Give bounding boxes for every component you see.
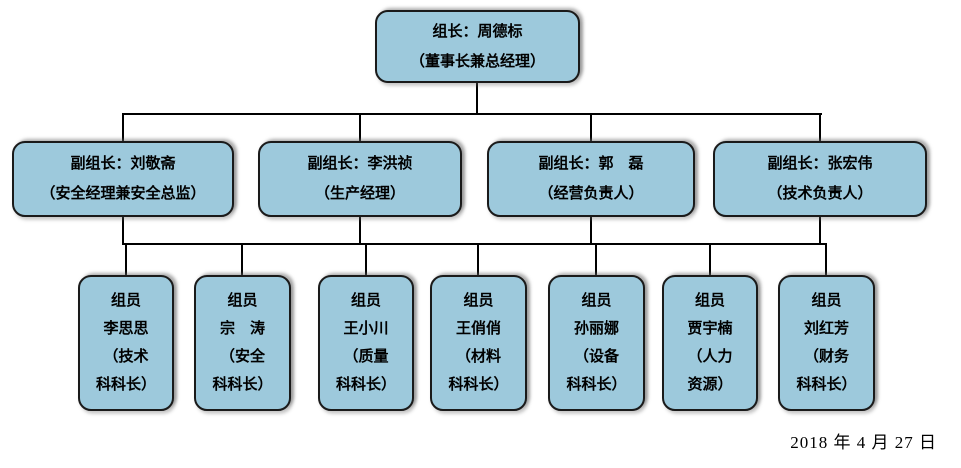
org-box-deputy-3: 副组长：郭 磊 （经营负责人）	[487, 141, 695, 217]
deputy-role: （安全经理兼安全总监）	[40, 186, 206, 202]
connector-drop-deputy-2	[359, 113, 361, 142]
deputy-title: 副组长：刘敬斋	[70, 156, 176, 172]
connector-bus-level2	[122, 113, 822, 115]
member-line: 孙丽娜	[573, 320, 619, 337]
member-line: 李思思	[103, 320, 149, 337]
member-line: （材料	[455, 349, 501, 365]
org-box-member-6: 组员 贾宇楠 （人力 资源）	[662, 275, 758, 411]
member-line: 科科长）	[335, 377, 396, 394]
connector-bus-level3	[122, 243, 827, 245]
connector-rise-deputy-4	[819, 217, 821, 244]
member-line: 宗 涛	[219, 320, 265, 337]
member-line: （技术	[103, 349, 149, 365]
member-line: 组员	[227, 292, 258, 309]
member-line: 科科长）	[95, 377, 156, 394]
date-label: 2018 年 4 月 27 日	[790, 433, 937, 452]
connector-drop-member-7	[825, 243, 827, 276]
connector-drop-member-6	[709, 243, 711, 276]
connector-rise-deputy-1	[122, 217, 124, 244]
org-box-deputy-2: 副组长：李洪祯 （生产经理）	[258, 141, 462, 217]
leader-role: （董事长兼总经理）	[409, 53, 545, 70]
org-box-deputy-4: 副组长：张宏伟 （技术负责人）	[713, 141, 927, 217]
connector-drop-deputy-1	[122, 113, 124, 142]
member-line: 组员	[811, 292, 842, 309]
member-line: 组员	[350, 292, 381, 309]
member-line: （人力	[687, 349, 733, 365]
member-line: 组员	[694, 292, 725, 309]
connector-drop-member-4	[477, 243, 479, 276]
org-box-member-1: 组员 李思思 （技术 科科长）	[78, 275, 174, 411]
connector-drop-member-5	[595, 243, 597, 276]
org-box-leader: 组长：周德标 （董事长兼总经理）	[375, 10, 580, 83]
org-box-member-3: 组员 王小川 （质量 科科长）	[318, 275, 414, 411]
member-line: 科科长）	[796, 377, 857, 394]
org-box-member-7: 组员 刘红芳 （财务 科科长）	[778, 275, 875, 411]
org-box-member-4: 组员 王俏俏 （材料 科科长）	[430, 275, 527, 411]
member-line: 组员	[463, 292, 494, 309]
org-box-member-2: 组员 宗 涛 （安全 科科长）	[194, 275, 291, 411]
member-line: 资源）	[687, 377, 733, 394]
deputy-title: 副组长：郭 磊	[538, 156, 644, 172]
member-line: （设备	[573, 349, 619, 365]
deputy-title: 副组长：张宏伟	[767, 156, 873, 172]
member-line: （财务	[803, 349, 849, 365]
connector-rise-deputy-3	[590, 217, 592, 244]
org-box-deputy-1: 副组长：刘敬斋 （安全经理兼安全总监）	[12, 141, 234, 217]
connector-drop-member-2	[241, 243, 243, 276]
deputy-title: 副组长：李洪祯	[307, 156, 413, 172]
member-line: （安全	[219, 349, 265, 365]
deputy-role: （技术负责人）	[767, 186, 873, 202]
member-line: 刘红芳	[803, 320, 849, 337]
connector-rise-deputy-2	[359, 217, 361, 244]
member-line: 组员	[110, 292, 141, 309]
member-line: （质量	[343, 349, 389, 365]
leader-title: 组长：周德标	[432, 23, 523, 40]
connector-drop-deputy-3	[590, 113, 592, 142]
member-line: 组员	[581, 292, 612, 309]
connector-drop-deputy-4	[819, 113, 821, 142]
member-line: 科科长）	[448, 377, 509, 394]
deputy-role: （生产经理）	[314, 186, 405, 202]
deputy-role: （经营负责人）	[538, 186, 644, 202]
member-line: 科科长）	[212, 377, 273, 394]
org-box-member-5: 组员 孙丽娜 （设备 科科长）	[548, 275, 645, 411]
connector-root-drop	[476, 83, 478, 114]
member-line: 贾宇楠	[687, 320, 733, 337]
connector-drop-member-1	[125, 243, 127, 276]
connector-drop-member-3	[365, 243, 367, 276]
member-line: 王小川	[343, 320, 389, 337]
member-line: 科科长）	[566, 377, 627, 394]
member-line: 王俏俏	[455, 320, 501, 337]
